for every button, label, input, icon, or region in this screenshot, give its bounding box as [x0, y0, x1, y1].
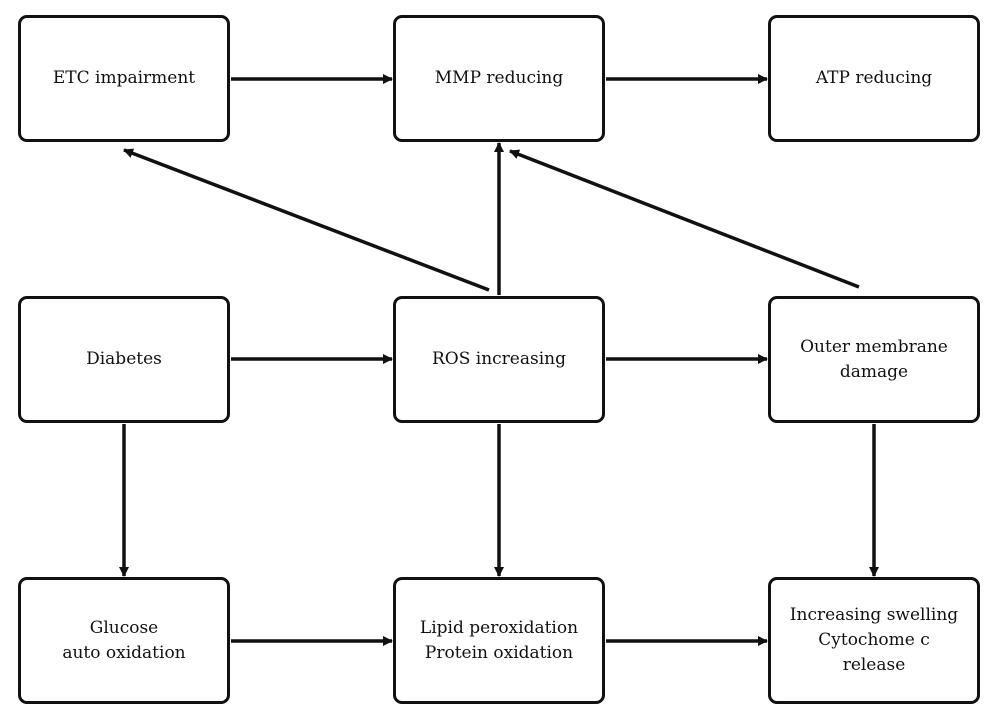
node-glucose-auto-oxidation: Glucose auto oxidation [18, 577, 230, 704]
node-diabetes: Diabetes [18, 296, 230, 423]
node-glucose-line-1: Glucose [89, 617, 159, 638]
node-lipid-line-2: Protein oxidation [424, 642, 574, 663]
node-swelling-line-1: Increasing swelling [789, 605, 959, 625]
node-diabetes-line-1: Diabetes [86, 349, 162, 369]
node-outer-line-2: damage [839, 361, 909, 382]
node-etc-line-1: ETC impairment [52, 68, 196, 88]
node-outer-line-1: Outer membrane [800, 336, 948, 357]
node-swelling-line-2: Cytochome c [818, 630, 930, 650]
node-swelling-line-3: release [842, 655, 906, 675]
node-lipid-line-1: Lipid peroxidation [419, 617, 579, 638]
node-etc-impairment: ETC impairment [18, 15, 230, 142]
arrow-outer-to-mmp [509, 149, 860, 289]
node-lipid-protein-oxidation: Lipid peroxidation Protein oxidation [393, 577, 605, 704]
node-atp-line-1: ATP reducing [815, 68, 933, 88]
node-glucose-line-2: auto oxidation [62, 642, 186, 663]
node-ros-increasing: ROS increasing [393, 296, 605, 423]
arrow-ros-to-etc [123, 148, 490, 292]
node-ros-line-1: ROS increasing [431, 349, 566, 369]
node-atp-reducing: ATP reducing [768, 15, 980, 142]
node-outer-membrane-damage: Outer membrane damage [768, 296, 980, 423]
node-mmp-reducing: MMP reducing [393, 15, 605, 142]
node-swelling-cytochrome-release: Increasing swelling Cytochome c release [768, 577, 980, 704]
node-mmp-line-1: MMP reducing [434, 68, 564, 88]
